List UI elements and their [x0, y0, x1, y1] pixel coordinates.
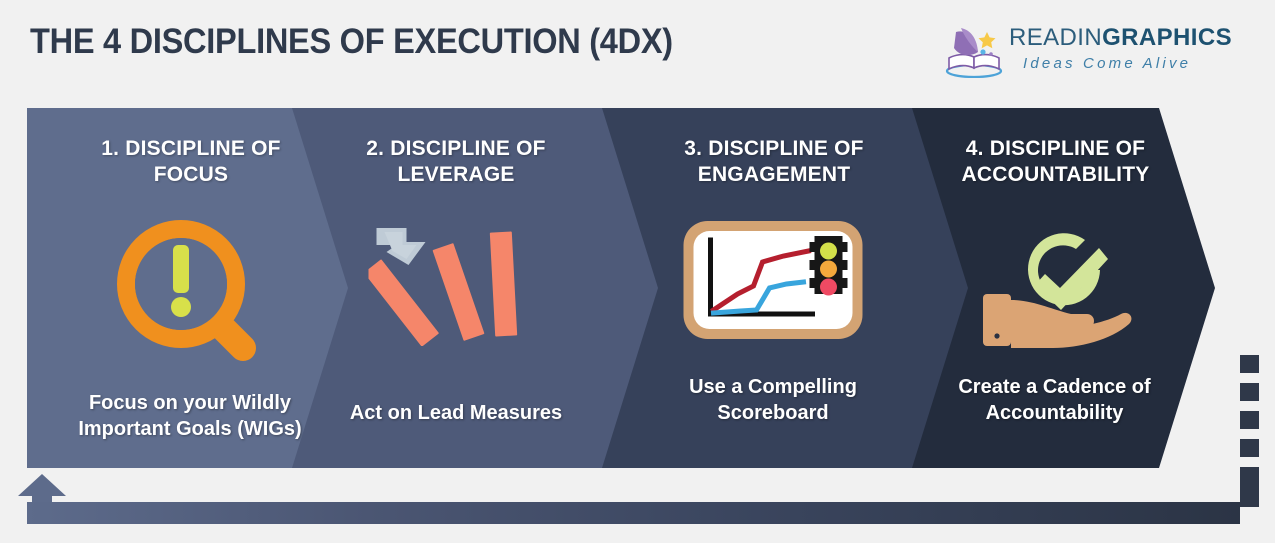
readingraphics-logo: READINGRAPHICS Ideas Come Alive [943, 24, 1232, 80]
logo-word-reading: READIN [1009, 24, 1103, 51]
magnifying-glass-exclamation-icon [117, 220, 256, 361]
logo-tagline: Ideas Come Alive [1023, 55, 1192, 72]
scoreboard-chart-traffic-light-icon [683, 221, 863, 339]
discipline-panel-leverage[interactable]: 2. DISCIPLINE OF LEVERAGE Act on Lead Me… [292, 108, 664, 468]
progress-rail [27, 502, 1240, 524]
open-book-with-stars-icon [945, 28, 1003, 78]
dash-segment [1240, 355, 1259, 373]
discipline-title-2: 2. DISCIPLINE OF LEVERAGE [366, 137, 546, 187]
logo-word-graphics: GRAPHICS [1102, 24, 1232, 51]
dash-segment [1240, 467, 1259, 507]
dash-segment [1240, 383, 1259, 401]
discipline-caption-2: Act on Lead Measures [349, 402, 563, 424]
discipline-caption-1: Focus on your Wildly Important Goals (WI… [78, 392, 302, 440]
disciplines-chevron-band: 1. DISCIPLINE OF FOCUS Focus on your Wil… [27, 108, 1215, 468]
dash-segment [1240, 439, 1259, 457]
up-arrow-icon [18, 474, 66, 520]
falling-dominoes-icon [368, 228, 518, 346]
discipline-title-3: 3. DISCIPLINE OF ENGAGEMENT [684, 137, 864, 187]
scoreboard-line-chart [708, 237, 815, 317]
discipline-caption-4: Create a Cadence of Accountability [958, 376, 1151, 424]
arrow-indicator-icon [376, 228, 426, 265]
dash-segment [1240, 411, 1259, 429]
traffic-light-icon [809, 236, 848, 296]
discipline-caption-3: Use a Compelling Scoreboard [689, 376, 857, 424]
hand-holding-check-circle-icon [982, 233, 1131, 348]
page-title: THE 4 DISCIPLINES OF EXECUTION (4DX) [30, 22, 673, 61]
discipline-panel-accountability[interactable]: 4. DISCIPLINE OF ACCOUNTABILITY Create a… [912, 108, 1215, 468]
discipline-panel-engagement[interactable]: 3. DISCIPLINE OF ENGAGEMENT Use a Compel… [602, 108, 974, 468]
logo-wordmark: READINGRAPHICS [1009, 24, 1232, 52]
discipline-title-1: 1. DISCIPLINE OF FOCUS [101, 137, 281, 187]
discipline-title-4: 4. DISCIPLINE OF ACCOUNTABILITY [961, 137, 1150, 187]
dashed-column [1240, 355, 1259, 507]
